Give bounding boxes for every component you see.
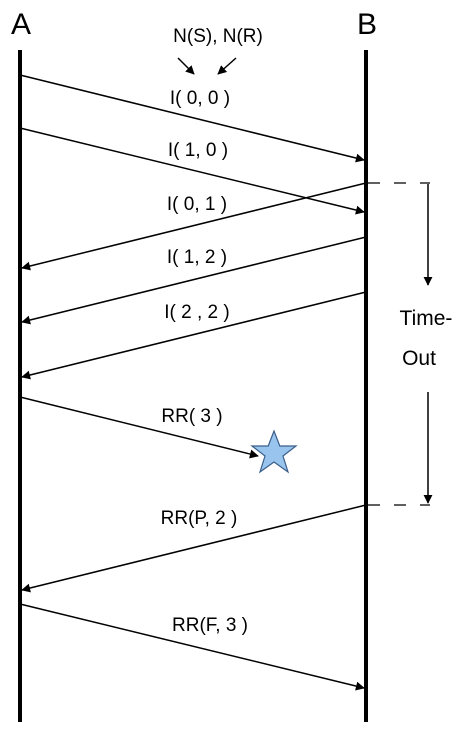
timeout-label-line2: Out [402,347,436,370]
header-pointer-left [177,57,195,75]
message-label: RR(P, 2 ) [161,508,238,529]
message-arrow [21,182,367,271]
sequence-number-header: N(S), N(R) [173,26,263,47]
message-label: I( 0, 0 ) [170,88,230,109]
node-label-b: B [357,8,377,41]
message-label: I( 1, 0 ) [168,140,228,161]
message-label: I( 0, 1 ) [167,194,227,215]
message-arrow-lost [19,396,259,459]
message-arrow [19,603,365,691]
message-arrow [21,236,367,325]
star-icon [250,429,298,474]
message-label: RR( 3 ) [161,406,222,427]
message-label: RR(F, 3 ) [172,615,248,636]
message-label: I( 2 , 2 ) [164,302,229,323]
message-arrow [19,74,365,163]
header-pointer-right [217,57,237,75]
message-label: I( 1, 2 ) [167,247,227,268]
node-label-a: A [11,8,31,41]
message-arrow [21,291,367,380]
message-arrow [21,504,367,593]
timeout-label-line1: Time- [400,307,453,330]
